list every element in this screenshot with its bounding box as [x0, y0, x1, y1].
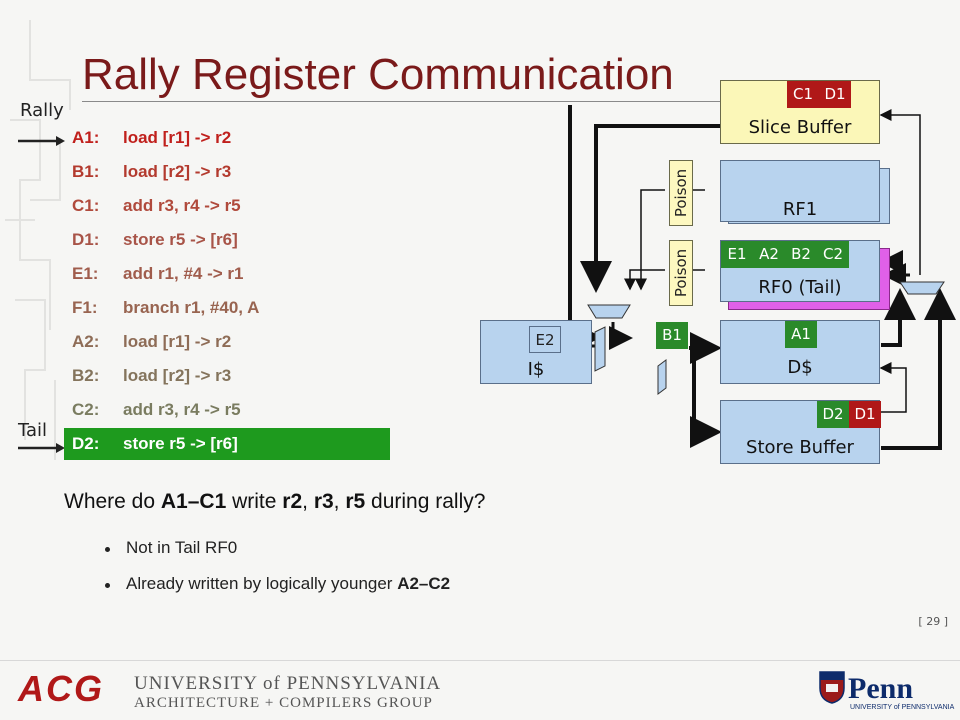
rf0-cell-c2: C2: [817, 241, 849, 268]
upenn-wordmark: UNIVERSITY of PENNSYLVANIA: [134, 673, 442, 694]
instruction-text: store r5 -> [r6]: [123, 434, 238, 453]
bullet-already-written: Already written by logically younger A2–…: [126, 574, 451, 593]
tail-arrow-icon: [18, 443, 65, 453]
acg-wordmark: ARCHITECTURE + COMPILERS GROUP: [134, 695, 433, 711]
slice-buffer-block: C1 D1 Slice Buffer: [720, 80, 880, 144]
instruction-row: C1: add r3, r4 -> r5: [64, 190, 390, 222]
rf1-block: RF1: [720, 160, 880, 222]
instruction-label: D2:: [72, 434, 100, 453]
rf0-cell-a2: A2: [753, 241, 785, 268]
instruction-text: branch r1, #40, A: [123, 298, 260, 317]
circuit-background: [5, 20, 71, 460]
page-number: [ 29 ]: [918, 615, 948, 628]
icache-block: E2 I$: [480, 320, 592, 384]
rally-label: Rally: [20, 100, 64, 121]
rf0-cell-e1: E1: [721, 241, 753, 268]
instruction-text: load [r1] -> r2: [123, 128, 232, 147]
slice-buffer-cell-c1: C1: [787, 81, 819, 108]
slice-buffer-label: Slice Buffer: [748, 117, 852, 138]
penn-shield-icon: [819, 671, 845, 704]
icache-label: I$: [527, 359, 545, 380]
rf0-block: E1 A2 B2 C2 RF0 (Tail): [720, 240, 880, 302]
instruction-row: B2: load [r2] -> r3: [64, 360, 390, 392]
instruction-label: C2:: [72, 400, 100, 419]
instruction-row: F1: branch r1, #40, A: [64, 292, 390, 324]
store-buffer-label: Store Buffer: [746, 437, 854, 458]
instruction-label: B1:: [72, 162, 100, 181]
instruction-text: load [r2] -> r3: [123, 366, 232, 385]
slide-title: Rally Register Communication: [82, 50, 674, 99]
poison-rf1: Poison: [669, 160, 693, 226]
store-buffer-cell-d2: D2: [817, 401, 849, 428]
instruction-label: C1:: [72, 196, 100, 215]
penn-logo-subtitle: UNIVERSITY of PENNSYLVANIA: [850, 704, 955, 711]
rf0-label: RF0 (Tail): [758, 277, 842, 298]
poison-rf0: Poison: [669, 240, 693, 306]
bullet-dot-icon: [105, 583, 110, 588]
rf1-label: RF1: [782, 199, 818, 220]
instruction-row: A1: load [r1] -> r2: [64, 122, 390, 154]
instruction-row: D1: store r5 -> [r6]: [64, 224, 390, 256]
instruction-text: add r3, r4 -> r5: [123, 400, 241, 419]
dcache-label: D$: [787, 357, 813, 378]
instruction-row: B1: load [r2] -> r3: [64, 156, 390, 188]
instruction-row: C2: add r3, r4 -> r5: [64, 394, 390, 426]
question-text: Where do A1–C1 write r2, r3, r5 during r…: [64, 490, 486, 513]
instruction-row: E1: add r1, #4 -> r1: [64, 258, 390, 290]
instruction-label: E1:: [72, 264, 99, 283]
acg-logo: ACG: [18, 668, 104, 709]
pipeline-cell-b1: B1: [656, 322, 688, 349]
footer-divider: [0, 660, 960, 661]
instruction-label: F1:: [72, 298, 98, 317]
store-buffer-cell-d1: D1: [849, 401, 881, 428]
instruction-text: add r1, #4 -> r1: [123, 264, 244, 283]
instruction-text: add r3, r4 -> r5: [123, 196, 241, 215]
icache-cell-e2: E2: [529, 326, 561, 353]
instruction-text: load [r2] -> r3: [123, 162, 232, 181]
rf0-cell-b2: B2: [785, 241, 817, 268]
instruction-label: B2:: [72, 366, 100, 385]
slice-buffer-cell-d1: D1: [819, 81, 851, 108]
penn-logo: Penn: [848, 672, 914, 705]
bullet-dot-icon: [105, 547, 110, 552]
instruction-label: A1:: [72, 128, 100, 147]
bullet-not-in-tail: Not in Tail RF0: [126, 538, 238, 557]
instruction-row: A2: load [r1] -> r2: [64, 326, 390, 358]
store-buffer-block: D2 D1 Store Buffer: [720, 400, 881, 464]
dcache-cell-a1: A1: [785, 321, 817, 348]
tail-label: Tail: [18, 420, 48, 441]
instruction-label: A2:: [72, 332, 100, 351]
title-underline: [82, 101, 762, 102]
instruction-text: store r5 -> [r6]: [123, 230, 238, 249]
instruction-label: D1:: [72, 230, 100, 249]
instruction-text: load [r1] -> r2: [123, 332, 232, 351]
instruction-row: D2: store r5 -> [r6]: [64, 428, 390, 460]
dcache-block: A1 D$: [720, 320, 880, 384]
rally-arrow-icon: [18, 136, 65, 146]
